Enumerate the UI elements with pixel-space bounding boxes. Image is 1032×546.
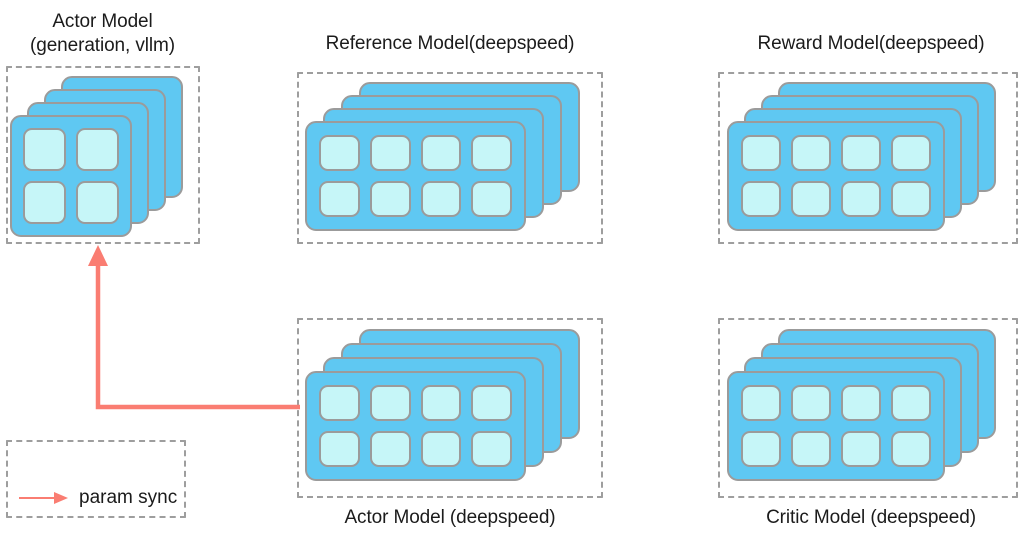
card-cell xyxy=(319,385,360,421)
card-cell xyxy=(369,135,411,171)
param-sync-line xyxy=(95,262,300,410)
group-box-reference-model xyxy=(297,72,603,244)
card-cell xyxy=(420,431,462,467)
group-box-reward-model xyxy=(718,72,1018,244)
group-box-actor-deepspeed xyxy=(297,318,603,498)
card-cell xyxy=(891,181,931,217)
arrow-right-icon xyxy=(19,491,68,504)
legend-item-param-sync: param sync xyxy=(18,487,177,508)
group-box-actor-vllm xyxy=(6,66,200,244)
card-cell xyxy=(319,181,360,217)
card-cell xyxy=(76,181,119,224)
card-layer-1 xyxy=(727,121,945,231)
card-cell xyxy=(791,385,831,421)
card-cell xyxy=(23,181,66,224)
card-cell xyxy=(891,431,931,467)
card-cell-grid xyxy=(741,135,931,217)
legend-label-param-sync: param sync xyxy=(79,487,178,508)
card-cell-grid xyxy=(319,385,512,467)
group-title-reference-model: Reference Model(deepspeed) xyxy=(325,33,575,54)
card-cell xyxy=(791,431,831,467)
card-cell xyxy=(471,181,512,217)
card-cell xyxy=(76,128,119,171)
card-cell xyxy=(841,181,881,217)
card-cell xyxy=(369,181,411,217)
card-layer-1 xyxy=(305,371,526,481)
group-box-critic-model xyxy=(718,318,1018,498)
card-cell xyxy=(741,431,781,467)
card-cell xyxy=(23,128,66,171)
card-cell xyxy=(369,385,411,421)
card-cell xyxy=(471,431,512,467)
card-cell-grid xyxy=(741,385,931,467)
legend-box: param sync xyxy=(6,440,186,518)
param-sync-arrowhead-icon xyxy=(88,245,108,266)
card-cell xyxy=(420,181,462,217)
card-cell xyxy=(741,181,781,217)
card-cell xyxy=(319,135,360,171)
card-cell xyxy=(891,135,931,171)
card-cell xyxy=(369,431,411,467)
card-cell xyxy=(420,135,462,171)
card-cell-grid xyxy=(23,128,119,224)
group-title-reward-model: Reward Model(deepspeed) xyxy=(757,33,985,54)
card-cell xyxy=(741,135,781,171)
card-cell xyxy=(841,431,881,467)
card-cell xyxy=(841,385,881,421)
card-cell xyxy=(741,385,781,421)
card-cell xyxy=(791,135,831,171)
card-cell xyxy=(319,431,360,467)
group-title-actor-vllm: Actor Model (generation, vllm) xyxy=(30,11,175,56)
card-layer-1 xyxy=(305,121,526,231)
group-title-critic-model: Critic Model (deepspeed) xyxy=(766,507,976,528)
card-layer-1 xyxy=(727,371,945,481)
card-cell xyxy=(791,181,831,217)
card-cell xyxy=(420,385,462,421)
card-cell xyxy=(891,385,931,421)
group-title-actor-deepspeed: Actor Model (deepspeed) xyxy=(344,507,556,528)
card-layer-1 xyxy=(10,115,132,237)
card-cell xyxy=(471,135,512,171)
card-cell-grid xyxy=(319,135,512,217)
card-cell xyxy=(841,135,881,171)
card-cell xyxy=(471,385,512,421)
